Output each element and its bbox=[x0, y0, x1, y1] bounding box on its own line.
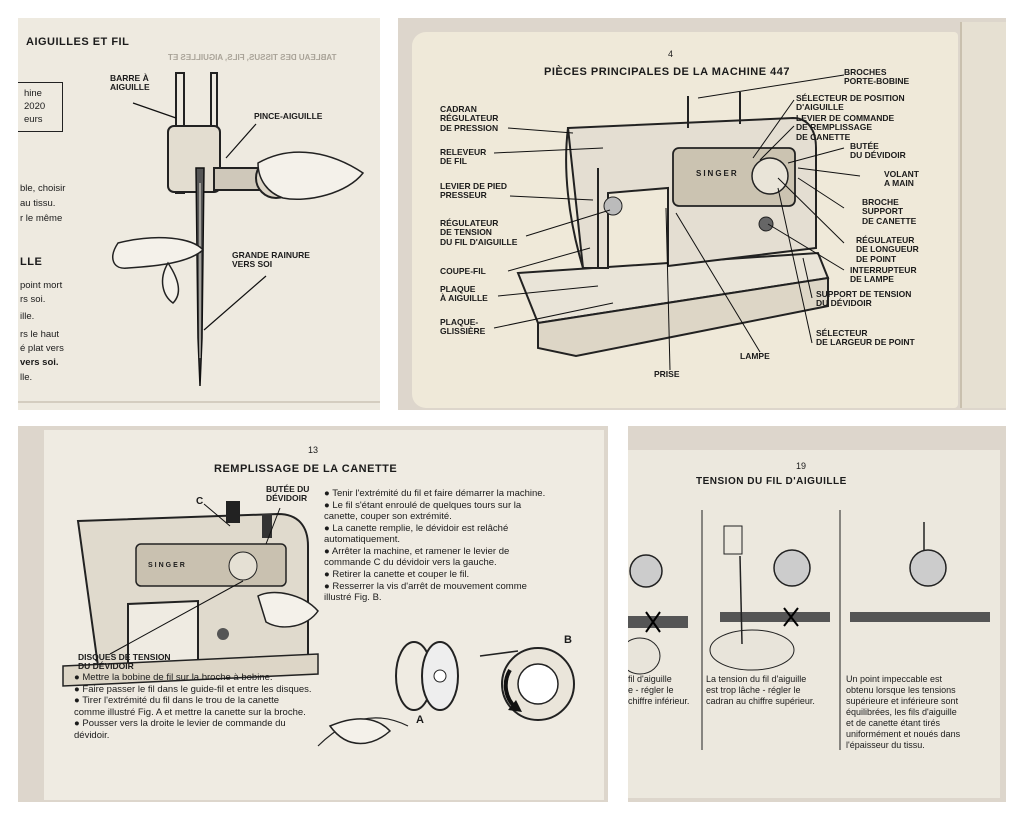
list-item: ● Resserrer la vis d'arrêt de mouvement … bbox=[324, 580, 527, 604]
label-butee: BUTÉE DU DÉVIDOIR bbox=[850, 141, 906, 161]
label-plaque-glissiere: PLAQUE- GLISSIÈRE bbox=[440, 317, 486, 337]
label-interrupteur: INTERRUPTEUR DE LAMPE bbox=[850, 265, 917, 285]
page-title: TENSION DU FIL D'AIGUILLE bbox=[696, 476, 847, 487]
list-item-text: Resserrer la vis d'arrêt de mouvement co… bbox=[324, 580, 527, 604]
list-item-text: La canette remplie, le dévidoir est relâ… bbox=[324, 522, 509, 546]
machine-brand: SINGER bbox=[696, 169, 739, 178]
page-number: 4 bbox=[668, 49, 674, 59]
label-support-tension: SUPPORT DE TENSION DU DÉVIDOIR bbox=[816, 289, 912, 309]
list-item: ● Pousser vers la droite le levier de co… bbox=[74, 718, 286, 741]
list-item: ● Tenir l'extrémité du fil et faire déma… bbox=[324, 488, 546, 499]
text-fragment: rs soi. bbox=[20, 294, 46, 305]
page-title: PIÈCES PRINCIPALES DE LA MACHINE 447 bbox=[544, 66, 790, 78]
panel-needles-thread: AIGUILLES ET FIL TABLEAU DES TISSUS, FIL… bbox=[18, 18, 380, 410]
label-barre-aiguille: BARRE À AIGUILLE bbox=[110, 73, 150, 93]
label-selecteur-largeur: SÉLECTEUR DE LARGEUR DE POINT bbox=[816, 328, 915, 348]
label-broche-support: BROCHE SUPPORT DE CANETTE bbox=[862, 197, 917, 226]
page-number: 19 bbox=[796, 461, 807, 471]
page-number: 13 bbox=[308, 445, 319, 455]
label-levier-commande: LEVIER DE COMMANDE DE REMPLISSAGE DE CAN… bbox=[796, 113, 895, 142]
list-item: ● Tirer l'extrémité du fil dans le trou … bbox=[74, 695, 306, 718]
label-volant: VOLANT A MAIN bbox=[884, 169, 919, 189]
list-item-text: Mettre la bobine de fil sur la broche à … bbox=[82, 672, 273, 683]
label-lampe: LAMPE bbox=[740, 351, 770, 361]
needle-illustration bbox=[18, 72, 380, 403]
machine-parts-illustration bbox=[493, 74, 861, 371]
label-broches: BROCHES PORTE-BOBINE bbox=[844, 67, 910, 87]
page-sheet bbox=[44, 430, 604, 800]
instructions-list-right: ● Tenir l'extrémité du fil et faire déma… bbox=[324, 488, 546, 604]
mirrored-header: TABLEAU DES TISSUS, FILS, AIGUILLES ET bbox=[168, 53, 337, 62]
machine-brand: SINGER bbox=[148, 562, 187, 569]
label-disques: DISQUES DE TENSION DU DÉVIDOIR bbox=[78, 652, 171, 672]
tension-caption: La tension du fil d'aiguille est trop lâ… bbox=[706, 674, 815, 706]
label-prise: PRISE bbox=[654, 369, 680, 379]
text-fragment: ble, choisir bbox=[20, 183, 66, 194]
bobbin-illustration bbox=[62, 501, 575, 747]
instructions-list-left: ● Mettre la bobine de fil sur la broche … bbox=[74, 672, 312, 741]
figure-label-b: B bbox=[564, 634, 572, 646]
label-pince-aiguille: PINCE-AIGUILLE bbox=[254, 111, 323, 121]
list-item: ● Retirer la canette et couper le fil. bbox=[324, 569, 470, 581]
figure-label-a: A bbox=[416, 714, 424, 726]
text-fragment: au tissu. bbox=[20, 198, 56, 209]
text-fragment: point mort bbox=[20, 280, 63, 291]
label-butee: BUTÉE DU DÉVIDOIR bbox=[266, 484, 310, 504]
text-fragment: vers soi. bbox=[20, 357, 59, 368]
text-fragment: é plat vers bbox=[20, 343, 64, 354]
label-regulateur-tension: RÉGULATEUR DE TENSION DU FIL D'AIGUILLE bbox=[440, 218, 518, 247]
panel-main-parts: 4 PIÈCES PRINCIPALES DE LA MACHINE 447 S… bbox=[398, 18, 1006, 410]
list-item: ● Arrêter la machine, et ramener le levi… bbox=[324, 545, 510, 569]
label-grande-rainure: GRANDE RAINURE VERS SOI bbox=[232, 250, 310, 270]
tension-illustration bbox=[628, 510, 990, 750]
next-page-edge bbox=[960, 22, 1006, 408]
list-item-text: Faire passer le fil dans le guide-fil et… bbox=[82, 683, 312, 695]
list-item-text: Arrêter la machine, et ramener le levier… bbox=[324, 545, 510, 569]
page-title: REMPLISSAGE DE LA CANETTE bbox=[214, 463, 398, 475]
section-fragment: LLE bbox=[20, 256, 43, 268]
list-item-text: Pousser vers la droite le levier de comm… bbox=[74, 718, 286, 741]
label-cadran: CADRAN RÉGULATEUR DE PRESSION bbox=[440, 104, 499, 133]
panel-needle-tension: 19 TENSION DU FIL D'AIGUILLE fil d'aigui… bbox=[628, 426, 1006, 802]
page-title: AIGUILLES ET FIL bbox=[26, 36, 130, 48]
label-selecteur-position: SÉLECTEUR DE POSITION D'AIGUILLE bbox=[796, 93, 905, 113]
list-item-text: Retirer la canette et couper le fil. bbox=[332, 569, 470, 581]
label-plaque-aiguille: PLAQUE À AIGUILLE bbox=[440, 284, 488, 304]
list-item: ● Mettre la bobine de fil sur la broche … bbox=[74, 672, 273, 683]
text-fragment: lle. bbox=[20, 372, 33, 383]
list-item-text: Tenir l'extrémité du fil et faire démarr… bbox=[332, 488, 546, 499]
list-item: ● Le fil s'étant enroulé de quelques tou… bbox=[324, 499, 522, 523]
text-fragment: hine bbox=[24, 88, 42, 99]
tension-caption: Un point impeccable est obtenu lorsque l… bbox=[846, 674, 961, 750]
table-box bbox=[18, 82, 63, 132]
label-levier-pied: LEVIER DE PIED PRESSEUR bbox=[440, 181, 508, 201]
list-item-text: Le fil s'étant enroulé de quelques tours… bbox=[324, 499, 522, 523]
label-c: C bbox=[196, 496, 204, 507]
label-coupe-fil: COUPE-FIL bbox=[440, 266, 486, 276]
text-fragment: 2020 bbox=[24, 101, 46, 112]
page-sheet bbox=[628, 450, 1000, 798]
text-fragment: ille. bbox=[20, 311, 35, 322]
text-fragment: r le même bbox=[20, 213, 63, 224]
list-item: ● La canette remplie, le dévidoir est re… bbox=[324, 522, 509, 546]
text-fragment: eurs bbox=[24, 114, 43, 125]
panel-bobbin-winding: 13 REMPLISSAGE DE LA CANETTE SINGER C BU… bbox=[18, 426, 608, 802]
label-regulateur-longueur: RÉGULATEUR DE LONGUEUR DE POINT bbox=[856, 235, 919, 264]
text-fragment: rs le haut bbox=[20, 329, 60, 340]
label-releveur: RELEVEUR DE FIL bbox=[440, 147, 487, 167]
tension-caption: fil d'aiguille e - régler le chiffre inf… bbox=[628, 674, 690, 706]
list-item: ● Faire passer le fil dans le guide-fil … bbox=[74, 683, 312, 695]
list-item-text: Tirer l'extrémité du fil dans le trou de… bbox=[74, 695, 306, 718]
